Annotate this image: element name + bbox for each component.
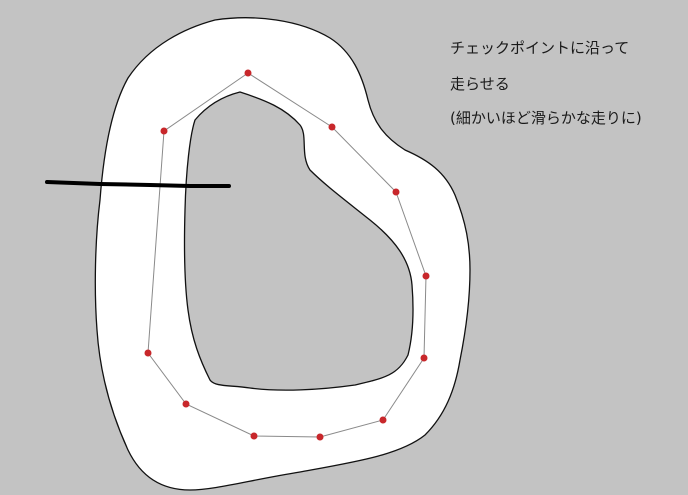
note-line-2: 走らせる xyxy=(450,75,510,93)
checkpoint xyxy=(379,416,387,424)
track-surface xyxy=(94,17,471,491)
checkpoint xyxy=(420,354,428,362)
note-line-1: チェックポイントに沿って xyxy=(450,39,630,57)
checkpoint xyxy=(422,272,430,280)
note-line-3: (細かいほど滑らかな走りに) xyxy=(450,109,642,127)
checkpoint xyxy=(144,349,152,357)
checkpoint xyxy=(328,123,336,131)
checkpoint xyxy=(316,433,324,441)
checkpoint xyxy=(392,188,400,196)
checkpoint xyxy=(244,69,252,77)
checkpoint xyxy=(182,400,190,408)
checkpoint xyxy=(160,127,168,135)
checkpoints xyxy=(144,69,430,441)
checkpoint-path xyxy=(147,72,427,438)
start-line xyxy=(45,180,231,188)
checkpoint xyxy=(250,432,258,440)
